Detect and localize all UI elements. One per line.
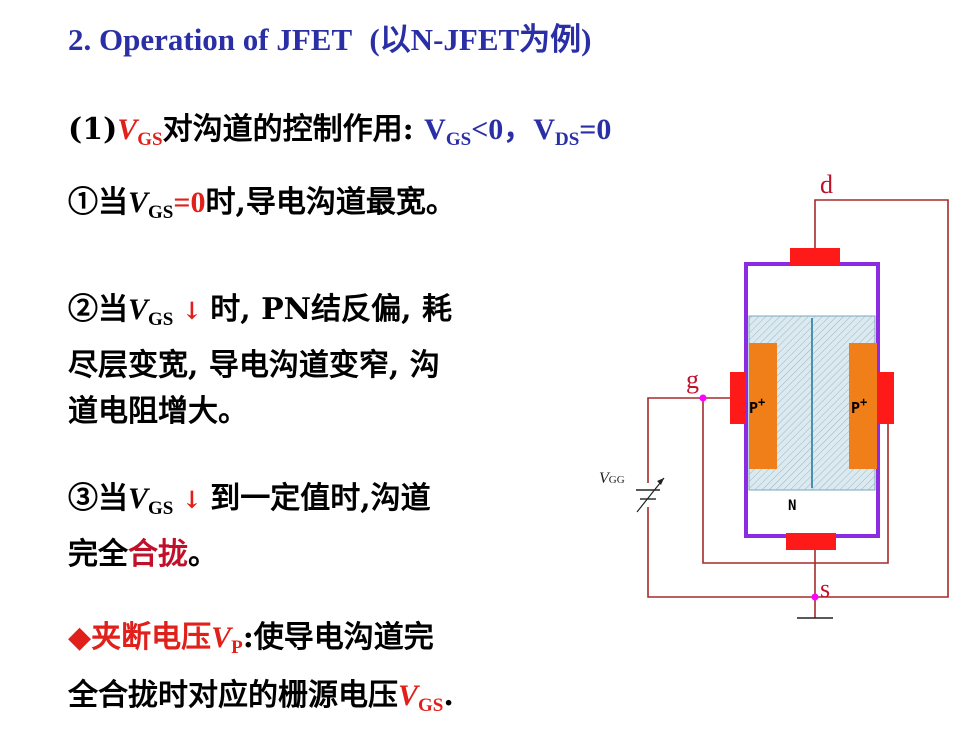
item3-line2: 完全合拢。 [68, 537, 218, 572]
condition-vgs: VGS<0， [424, 113, 534, 150]
definition-line2: 全合拢时对应的栅源电压VGS. [68, 678, 454, 716]
p-plus-left-label: P+ [749, 395, 765, 417]
source-node [811, 593, 819, 601]
down-arrow-icon: ↓ [173, 296, 211, 325]
vgg-label: VGG [599, 470, 625, 487]
heading-text: 对沟道的控制作用 [162, 112, 403, 147]
heading-var: V [117, 113, 138, 146]
definition-term: 夹断电压 [91, 620, 212, 655]
pinch-off-definition: ◆夹断电压VP:使导电沟道完 全合拢时对应的栅源电压VGS. [68, 614, 454, 730]
heading-var-sub: GS [137, 129, 163, 150]
item1-marker: ① [68, 185, 98, 220]
item2-line2: 尽层变宽, 导电沟道变窄, 沟 [68, 348, 440, 383]
title-paren: (以N-JFET为例) [369, 22, 592, 57]
gate-contact-right [878, 372, 894, 424]
p-region-right [849, 343, 877, 469]
item-vgs-zero: ①当VGS=0时,导电沟道最宽。 [68, 185, 456, 223]
n-region-label: N [788, 498, 796, 514]
item2-line3: 道电阻增大。 [68, 394, 248, 429]
gate-contact-left [730, 372, 746, 424]
section-heading: (1)VGS对沟道的控制作用: VGS<0，VDS=0 [68, 104, 611, 151]
title-main: 2. Operation of JFET [68, 22, 352, 57]
heading-colon: : [402, 112, 425, 147]
item2-line1: ②当VGS ↓ 时, PN结反偏, 耗 [68, 292, 452, 330]
item3-line1: ③当VGS ↓ 到一定值时,沟道 [68, 481, 431, 519]
drain-contact [790, 248, 840, 265]
heading-number: (1) [68, 112, 118, 147]
vgg-battery-icon [636, 477, 665, 513]
item-vgs-pinch: ③当VGS ↓ 到一定值时,沟道 完全合拢。 [68, 476, 431, 578]
item-vgs-decrease: ②当VGS ↓ 时, PN结反偏, 耗 尽层变宽, 导电沟道变窄, 沟 道电阻增… [68, 287, 452, 435]
page-title: 2. Operation of JFET (以N-JFET为例) [68, 14, 592, 59]
condition-vds: VDS=0 [533, 113, 612, 150]
definition-line1: ◆夹断电压VP:使导电沟道完 [68, 620, 434, 658]
item1-value: =0 [173, 186, 206, 219]
diamond-bullet-icon: ◆ [68, 620, 92, 655]
source-label: s [820, 574, 830, 603]
pinch-term: 合拢 [128, 537, 188, 572]
source-contact [786, 533, 836, 550]
p-plus-right-label: P+ [851, 395, 867, 417]
gate-node [699, 394, 707, 402]
p-region-left [749, 343, 777, 469]
gate-label: g [686, 365, 699, 394]
down-arrow-icon: ↓ [173, 485, 211, 514]
drain-label: d [820, 170, 833, 199]
